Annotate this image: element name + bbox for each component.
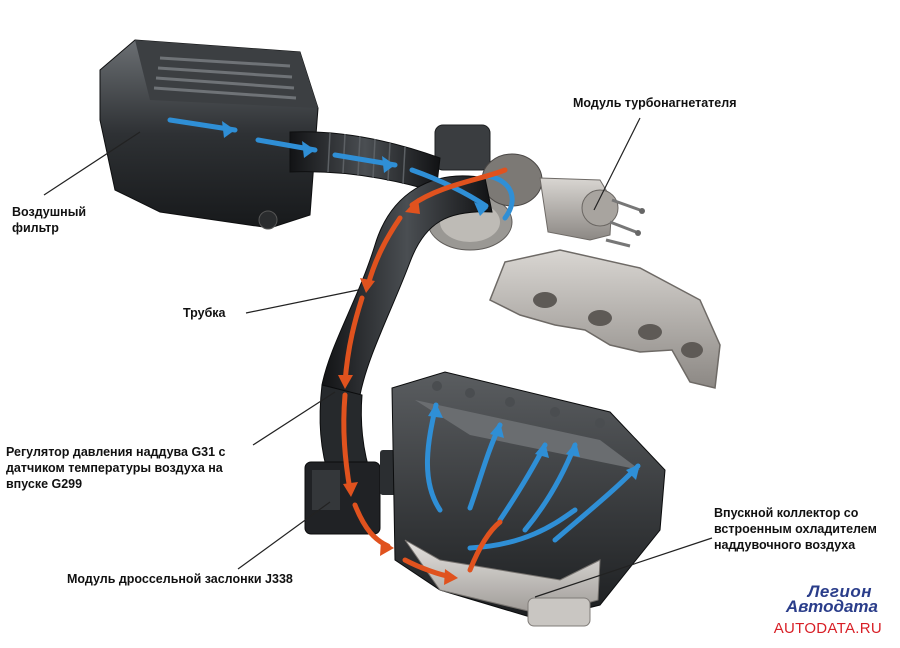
exhaust-manifold — [489, 249, 721, 389]
label-pressure-regulator: Регулятор давления наддува G31 с датчико… — [6, 445, 226, 491]
label-pipe: Трубка — [183, 306, 226, 320]
watermark-logo: Легион Автодата — [722, 582, 882, 618]
label-leader-lines — [43, 117, 713, 598]
label-throttle-module: Модуль дроссельной заслонки J338 — [67, 572, 293, 586]
air-filter-box — [99, 39, 319, 230]
label-intake-manifold: Впускной коллектор со встроенным охладит… — [714, 506, 877, 552]
watermark-url: AUTODATA.RU — [773, 620, 882, 637]
hot-air-arrowheads — [338, 198, 458, 585]
watermark-line2: Автодата — [785, 597, 878, 616]
intake-manifold — [391, 371, 666, 627]
label-air-filter: Воздушный фильтр — [12, 205, 87, 235]
throttle-module — [304, 450, 402, 535]
cold-air-arrowheads — [222, 121, 640, 480]
label-turbo-module: Модуль турбонагнетателя — [573, 96, 737, 110]
watermark-line1: Легион — [807, 582, 872, 601]
